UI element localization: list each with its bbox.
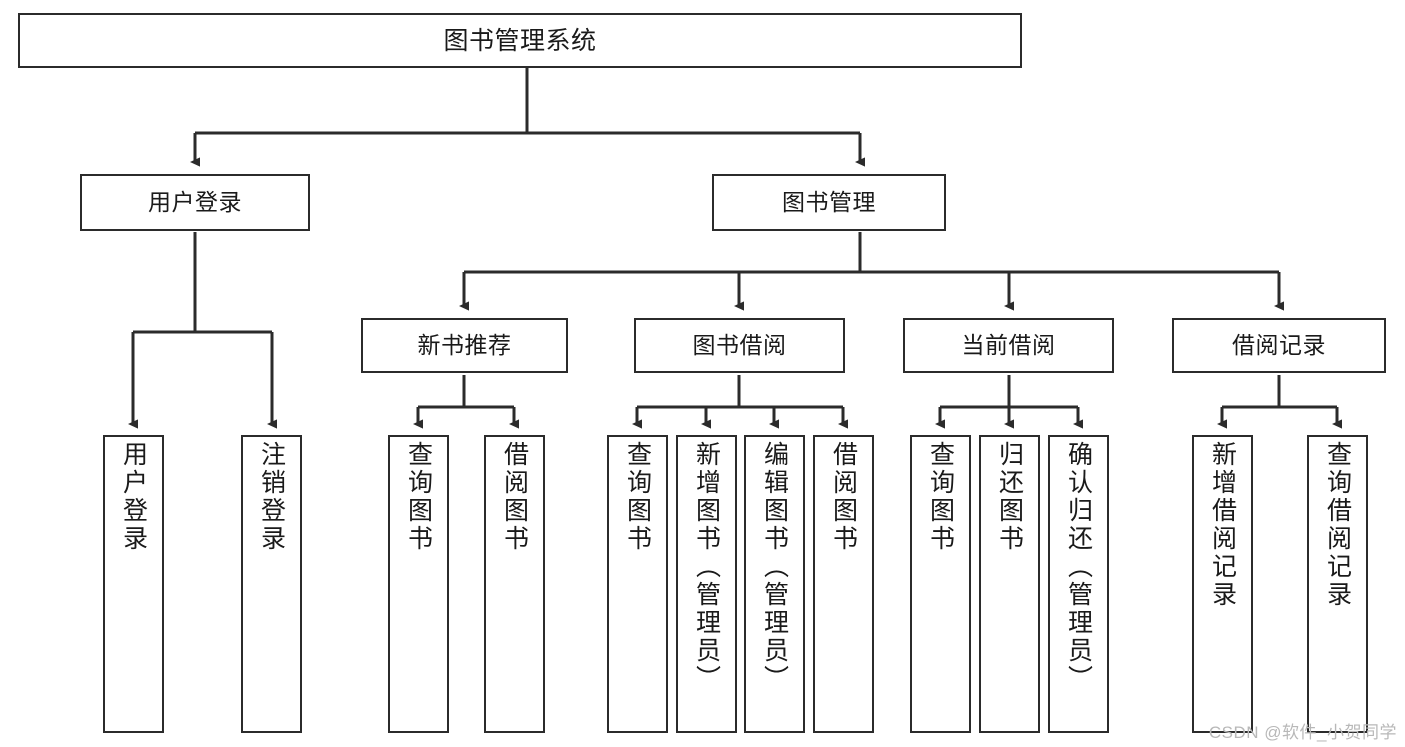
node-user-login[interactable]: 用户登录 [80,174,310,231]
node-book-manage[interactable]: 图书管理 [712,174,946,231]
node-leaf-borrow-book-2-label: 借阅图书 [829,441,858,553]
node-leaf-add-book-label: 新增图书（管理员） [692,441,721,693]
csdn-watermark: CSDN @软件_小贺同学 [1208,723,1397,742]
node-leaf-borrow-book-2[interactable]: 借阅图书 [813,435,874,733]
node-leaf-logout-label: 注销登录 [257,441,286,553]
node-borrow-record[interactable]: 借阅记录 [1172,318,1386,373]
node-leaf-user-login[interactable]: 用户登录 [103,435,164,733]
node-leaf-query-book-2[interactable]: 查询图书 [607,435,668,733]
node-leaf-return-book[interactable]: 归还图书 [979,435,1040,733]
node-leaf-add-book[interactable]: 新增图书（管理员） [676,435,737,733]
node-leaf-confirm-return[interactable]: 确认归还（管理员） [1048,435,1109,733]
node-user-login-label: 用户登录 [148,188,242,215]
node-root[interactable]: 图书管理系统 [18,13,1022,68]
node-leaf-return-book-label: 归还图书 [995,441,1024,553]
node-leaf-query-book-2-label: 查询图书 [623,441,652,553]
node-leaf-edit-book-label: 编辑图书（管理员） [760,441,789,693]
node-current-borrow-label: 当前借阅 [961,331,1056,358]
node-leaf-query-book-3[interactable]: 查询图书 [910,435,971,733]
node-leaf-query-record[interactable]: 查询借阅记录 [1307,435,1368,733]
node-leaf-edit-book[interactable]: 编辑图书（管理员） [744,435,805,733]
node-leaf-query-book-1-label: 查询图书 [404,441,433,553]
node-leaf-query-book-1[interactable]: 查询图书 [388,435,449,733]
node-borrow-record-label: 借阅记录 [1232,331,1326,358]
node-leaf-user-login-label: 用户登录 [119,441,148,553]
node-leaf-borrow-book-1-label: 借阅图书 [500,441,529,553]
node-book-manage-label: 图书管理 [782,188,876,215]
node-leaf-logout[interactable]: 注销登录 [241,435,302,733]
node-leaf-query-record-label: 查询借阅记录 [1323,441,1352,609]
node-book-borrow[interactable]: 图书借阅 [634,318,845,373]
node-leaf-borrow-book-1[interactable]: 借阅图书 [484,435,545,733]
node-leaf-add-record-label: 新增借阅记录 [1208,441,1237,609]
node-book-borrow-label: 图书借阅 [692,331,787,358]
node-leaf-confirm-return-label: 确认归还（管理员） [1064,441,1093,693]
node-new-book-rec-label: 新书推荐 [417,331,512,358]
node-root-label: 图书管理系统 [443,26,597,55]
node-new-book-rec[interactable]: 新书推荐 [361,318,568,373]
node-leaf-add-record[interactable]: 新增借阅记录 [1192,435,1253,733]
node-current-borrow[interactable]: 当前借阅 [903,318,1114,373]
node-leaf-query-book-3-label: 查询图书 [926,441,955,553]
